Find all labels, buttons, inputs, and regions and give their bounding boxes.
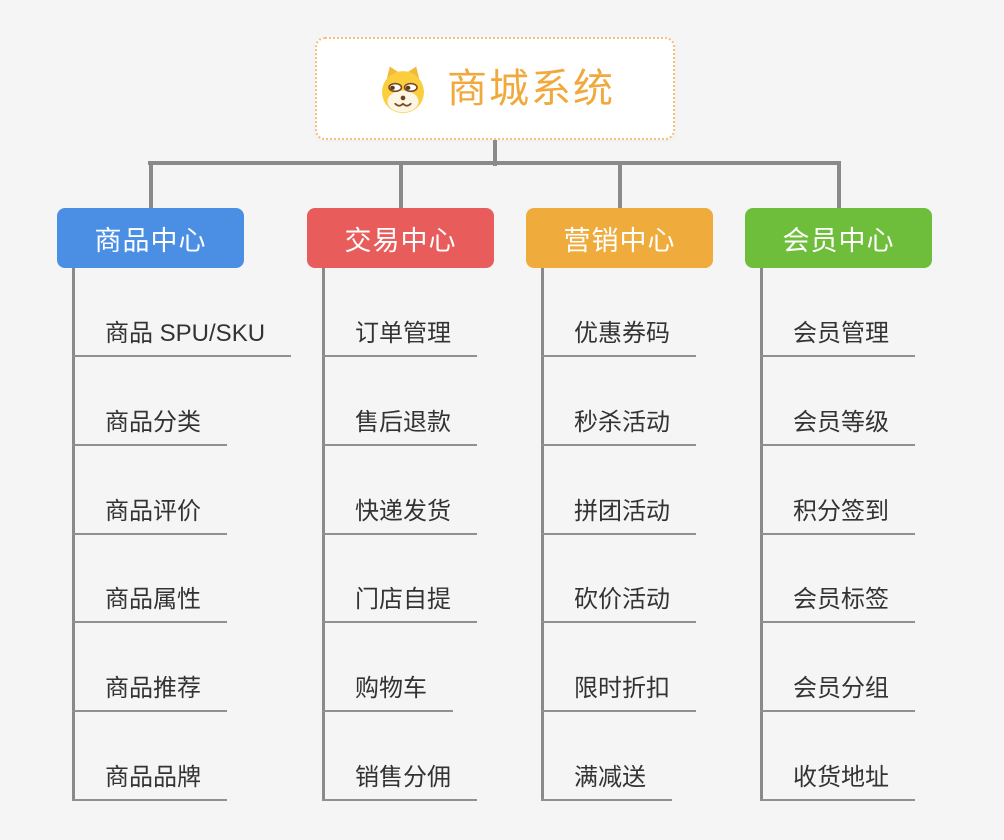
root-label: 商城系统 <box>447 66 615 111</box>
connector-drop <box>836 161 841 208</box>
branch-3: 会员中心 会员管理会员等级积分签到会员标签会员分组收货地址 <box>745 161 1004 808</box>
leaf-node[interactable]: 砍价活动 <box>541 583 696 623</box>
branch-label: 营销中心 <box>563 225 676 256</box>
connector-bus <box>148 161 841 165</box>
leaf-node[interactable]: 拼团活动 <box>541 495 696 535</box>
leaf-node[interactable]: 满减送 <box>541 761 672 801</box>
leaf-node[interactable]: 售后退款 <box>322 406 477 446</box>
leaf-node[interactable]: 快递发货 <box>322 495 477 535</box>
leaf-node[interactable]: 会员分组 <box>760 672 915 712</box>
branch-label: 交易中心 <box>344 225 457 256</box>
branch-header[interactable]: 交易中心 <box>307 208 494 268</box>
leaf-node[interactable]: 会员管理 <box>760 317 915 357</box>
branch-1: 交易中心 订单管理售后退款快递发货门店自提购物车销售分佣 <box>307 161 567 808</box>
leaf-node[interactable]: 会员等级 <box>760 406 915 446</box>
branch-header[interactable]: 商品中心 <box>57 208 244 268</box>
connector-root-stub <box>493 140 497 166</box>
branch-label: 会员中心 <box>782 225 895 256</box>
connector-drop <box>398 161 403 208</box>
leaf-node[interactable]: 收货地址 <box>760 761 915 801</box>
branch-0: 商品中心 商品 SPU/SKU 商品分类商品评价商品属性商品推荐商品品牌 <box>57 161 317 808</box>
leaf-node[interactable]: 购物车 <box>322 672 453 712</box>
branch-header[interactable]: 营销中心 <box>526 208 713 268</box>
branch-2: 营销中心 优惠券码秒杀活动拼团活动砍价活动限时折扣满减送 <box>526 161 786 808</box>
leaf-node[interactable]: 限时折扣 <box>541 672 696 712</box>
root-node[interactable]: 商城系统 <box>315 37 675 140</box>
leaf-node[interactable]: 优惠券码 <box>541 317 696 357</box>
leaf-node[interactable]: 商品属性 <box>72 583 227 623</box>
leaf-node[interactable]: 商品品牌 <box>72 761 227 801</box>
leaf-node[interactable]: 积分签到 <box>760 495 915 535</box>
leaf-node[interactable]: 商品 SPU/SKU <box>72 317 292 357</box>
connector-drop <box>617 161 622 208</box>
leaf-node[interactable]: 商品分类 <box>72 406 227 446</box>
leaf-node[interactable]: 商品推荐 <box>72 672 227 712</box>
leaf-node[interactable]: 订单管理 <box>322 317 477 357</box>
leaf-node[interactable]: 会员标签 <box>760 583 915 623</box>
leaf-node[interactable]: 销售分佣 <box>322 761 477 801</box>
branch-label: 商品中心 <box>94 225 207 256</box>
leaf-node[interactable]: 门店自提 <box>322 583 477 623</box>
connector-drop <box>148 161 153 208</box>
doge-dog-face-icon <box>375 63 431 115</box>
branch-header[interactable]: 会员中心 <box>745 208 932 268</box>
leaf-node[interactable]: 商品评价 <box>72 495 227 535</box>
leaf-node[interactable]: 秒杀活动 <box>541 406 696 446</box>
